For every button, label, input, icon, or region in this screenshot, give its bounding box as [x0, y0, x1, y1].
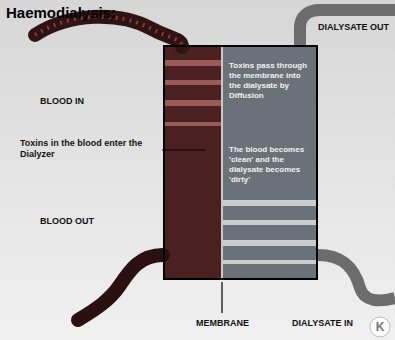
dialysate-out-tube: [300, 10, 395, 46]
node-text: Toxins pass through the membrane into th…: [229, 61, 312, 101]
port-label: BLOOD OUT: [40, 216, 120, 227]
dialysate-in-tube: [318, 255, 395, 300]
blood-in-cells: [35, 17, 182, 47]
part-label: MEMBRANE: [196, 318, 256, 329]
blood-out-tube: [78, 255, 163, 320]
blood-in-tube: [35, 17, 182, 47]
watermark: K: [370, 317, 390, 337]
leader-line: [221, 282, 222, 313]
node-text: The blood becomes 'clean' and the dialys…: [229, 145, 312, 185]
blood-chamber: [163, 45, 222, 280]
toxin-bands: [163, 60, 222, 126]
diagram-title: Haemodialysis:: [6, 4, 116, 21]
annotation: Toxins in the blood enter the Dialyzer: [20, 138, 160, 160]
dialyzer-box: Toxins pass through the membrane into th…: [163, 45, 318, 280]
leader-line: [162, 150, 205, 151]
watermark-badge: [370, 317, 390, 337]
port-label: DIALYSATE IN: [292, 318, 364, 329]
dialysate-bands: [222, 200, 318, 264]
port-label: DIALYSATE OUT: [318, 22, 390, 33]
port-label: BLOOD IN: [40, 96, 120, 107]
membrane-line: [221, 45, 223, 280]
dialysate-chamber: [222, 45, 318, 280]
